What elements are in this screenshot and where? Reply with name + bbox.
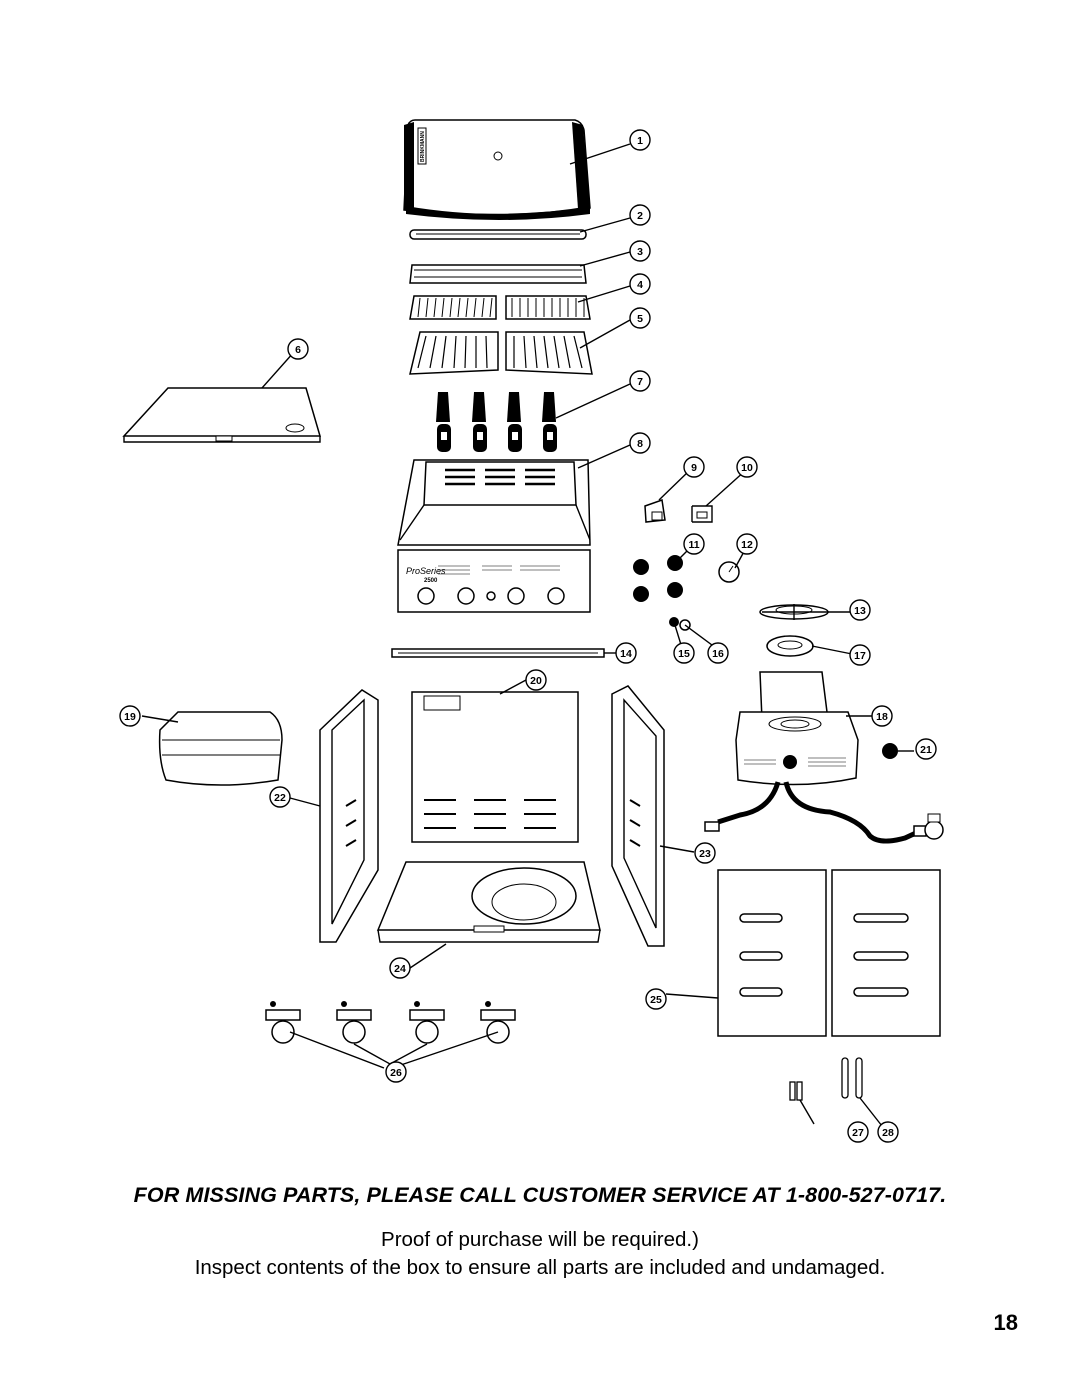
callout-18: 18 xyxy=(871,705,893,727)
callout-25: 25 xyxy=(645,988,667,1010)
parts-diagram: BRINKMANN xyxy=(119,119,944,1143)
callout-15: 15 xyxy=(673,642,695,664)
svg-text:4: 4 xyxy=(637,279,643,291)
callout-23: 23 xyxy=(694,842,716,864)
svg-text:22: 22 xyxy=(274,792,286,804)
svg-text:15: 15 xyxy=(678,648,690,660)
callout-10: 10 xyxy=(736,456,758,478)
svg-text:3: 3 xyxy=(637,246,643,258)
part-tank-cover xyxy=(158,711,283,786)
part-firebox: ProSeries 2500 xyxy=(397,459,591,613)
part-heat-plates xyxy=(409,331,593,375)
part-casters xyxy=(265,1001,516,1044)
svg-text:24: 24 xyxy=(394,963,406,975)
part-hose-regulator xyxy=(704,781,944,844)
svg-text:27: 27 xyxy=(852,1127,864,1139)
callout-22: 22 xyxy=(269,786,291,808)
svg-text:13: 13 xyxy=(854,605,866,617)
svg-text:1: 1 xyxy=(637,135,643,147)
callout-6: 6 xyxy=(287,338,309,360)
callout-20: 20 xyxy=(525,669,547,691)
part-thermometer xyxy=(718,561,740,583)
svg-text:12: 12 xyxy=(741,539,753,551)
svg-text:21: 21 xyxy=(920,744,932,756)
svg-text:7: 7 xyxy=(637,376,643,388)
part-brackets xyxy=(644,498,713,523)
svg-text:9: 9 xyxy=(691,462,697,474)
part-burners xyxy=(436,392,557,452)
svg-text:20: 20 xyxy=(530,675,542,687)
callout-26: 26 xyxy=(385,1061,407,1083)
svg-text:14: 14 xyxy=(620,648,632,660)
callout-16: 16 xyxy=(707,642,729,664)
part-cooking-grates xyxy=(409,295,591,320)
part-bottom-shelf xyxy=(376,861,601,943)
svg-text:23: 23 xyxy=(699,848,711,860)
part-fittings xyxy=(669,617,691,631)
part-side-burner xyxy=(766,635,814,657)
callout-27: 27 xyxy=(847,1121,869,1143)
part-right-side-panel xyxy=(611,685,665,947)
inspect-contents-note: Inspect contents of the box to ensure al… xyxy=(194,1256,886,1279)
callout-19: 19 xyxy=(119,705,141,727)
svg-text:11: 11 xyxy=(688,539,699,551)
part-warming-rack xyxy=(409,264,587,284)
callout-13: 13 xyxy=(849,599,871,621)
callout-17: 17 xyxy=(849,644,871,666)
part-handle xyxy=(409,229,587,240)
lid-brand-label: BRINKMANN xyxy=(420,131,426,162)
svg-text:19: 19 xyxy=(124,711,136,723)
part-lid: BRINKMANN xyxy=(403,119,591,220)
svg-text:26: 26 xyxy=(390,1067,402,1079)
callout-leader-lines xyxy=(141,143,914,1127)
callout-24: 24 xyxy=(389,957,411,979)
part-left-side-panel xyxy=(319,689,379,943)
callout-12: 12 xyxy=(736,533,758,555)
svg-text:8: 8 xyxy=(637,438,643,450)
svg-text:16: 16 xyxy=(712,648,724,660)
callout-21: 21 xyxy=(915,738,937,760)
svg-text:28: 28 xyxy=(882,1127,894,1139)
panel-brand-label: ProSeries xyxy=(406,566,446,576)
svg-text:5: 5 xyxy=(637,313,643,325)
svg-text:18: 18 xyxy=(876,711,888,723)
part-side-burner-grate xyxy=(759,604,829,620)
svg-text:10: 10 xyxy=(741,462,753,474)
part-side-shelf xyxy=(122,387,321,443)
page-number: 18 xyxy=(993,1310,1018,1335)
missing-parts-notice: FOR MISSING PARTS, PLEASE CALL CUSTOMER … xyxy=(133,1183,947,1207)
callout-14: 14 xyxy=(615,642,637,664)
callout-1: 1 xyxy=(629,129,651,151)
svg-text:17: 17 xyxy=(854,650,866,662)
callout-7: 7 xyxy=(629,370,651,392)
callout-9: 9 xyxy=(683,456,705,478)
callout-3: 3 xyxy=(629,240,651,262)
callout-numbers: 1 2 3 4 5 6 7 8 9 10 11 12 13 14 15 16 1… xyxy=(119,129,937,1143)
svg-text:2: 2 xyxy=(637,210,643,222)
callout-8: 8 xyxy=(629,432,651,454)
callout-28: 28 xyxy=(877,1121,899,1143)
part-side-burner-knob xyxy=(882,743,898,759)
part-rear-rail xyxy=(391,648,605,658)
callout-11: 11 xyxy=(683,533,705,555)
part-door-hardware xyxy=(789,1057,863,1101)
callout-2: 2 xyxy=(629,204,651,226)
part-side-burner-box xyxy=(735,671,859,786)
svg-text:6: 6 xyxy=(295,344,301,356)
svg-text:25: 25 xyxy=(650,994,662,1006)
proof-of-purchase-note: Proof of purchase will be required.) xyxy=(381,1228,699,1251)
part-back-panel xyxy=(411,691,579,843)
part-doors xyxy=(717,869,941,1037)
panel-model-label: 2500 xyxy=(424,578,438,584)
callout-5: 5 xyxy=(629,307,651,329)
callout-4: 4 xyxy=(629,273,651,295)
